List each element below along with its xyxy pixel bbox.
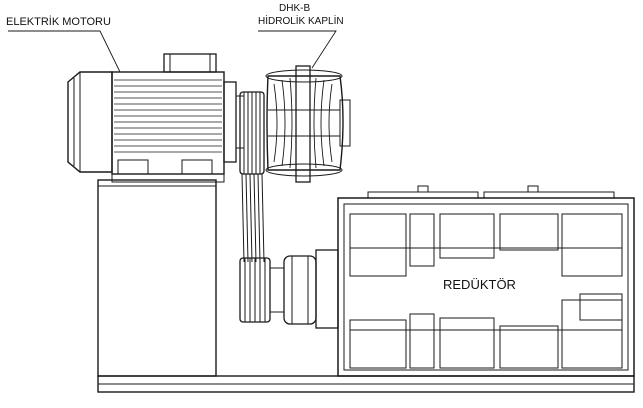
electric-motor-label: ELEKTRİK MOTORU	[6, 16, 111, 28]
motor-pulley	[239, 91, 265, 175]
hydraulic-coupling	[265, 65, 351, 183]
coupling-ribs	[273, 77, 333, 169]
electric-motor	[67, 53, 245, 183]
reducer-pulley	[239, 249, 339, 329]
reducer-gearbox	[337, 185, 635, 377]
motor-pedestal	[97, 179, 217, 377]
reducer-label: REDÜKTÖR	[443, 277, 516, 292]
motor-cooling-fins	[114, 79, 222, 153]
coupling-model-label: DHK-B	[279, 3, 311, 14]
hydraulic-coupling-label: HİDROLİK KAPLİN	[258, 16, 344, 27]
leader-lines	[8, 30, 337, 73]
base-frame	[97, 375, 635, 393]
v-belts	[241, 173, 265, 263]
